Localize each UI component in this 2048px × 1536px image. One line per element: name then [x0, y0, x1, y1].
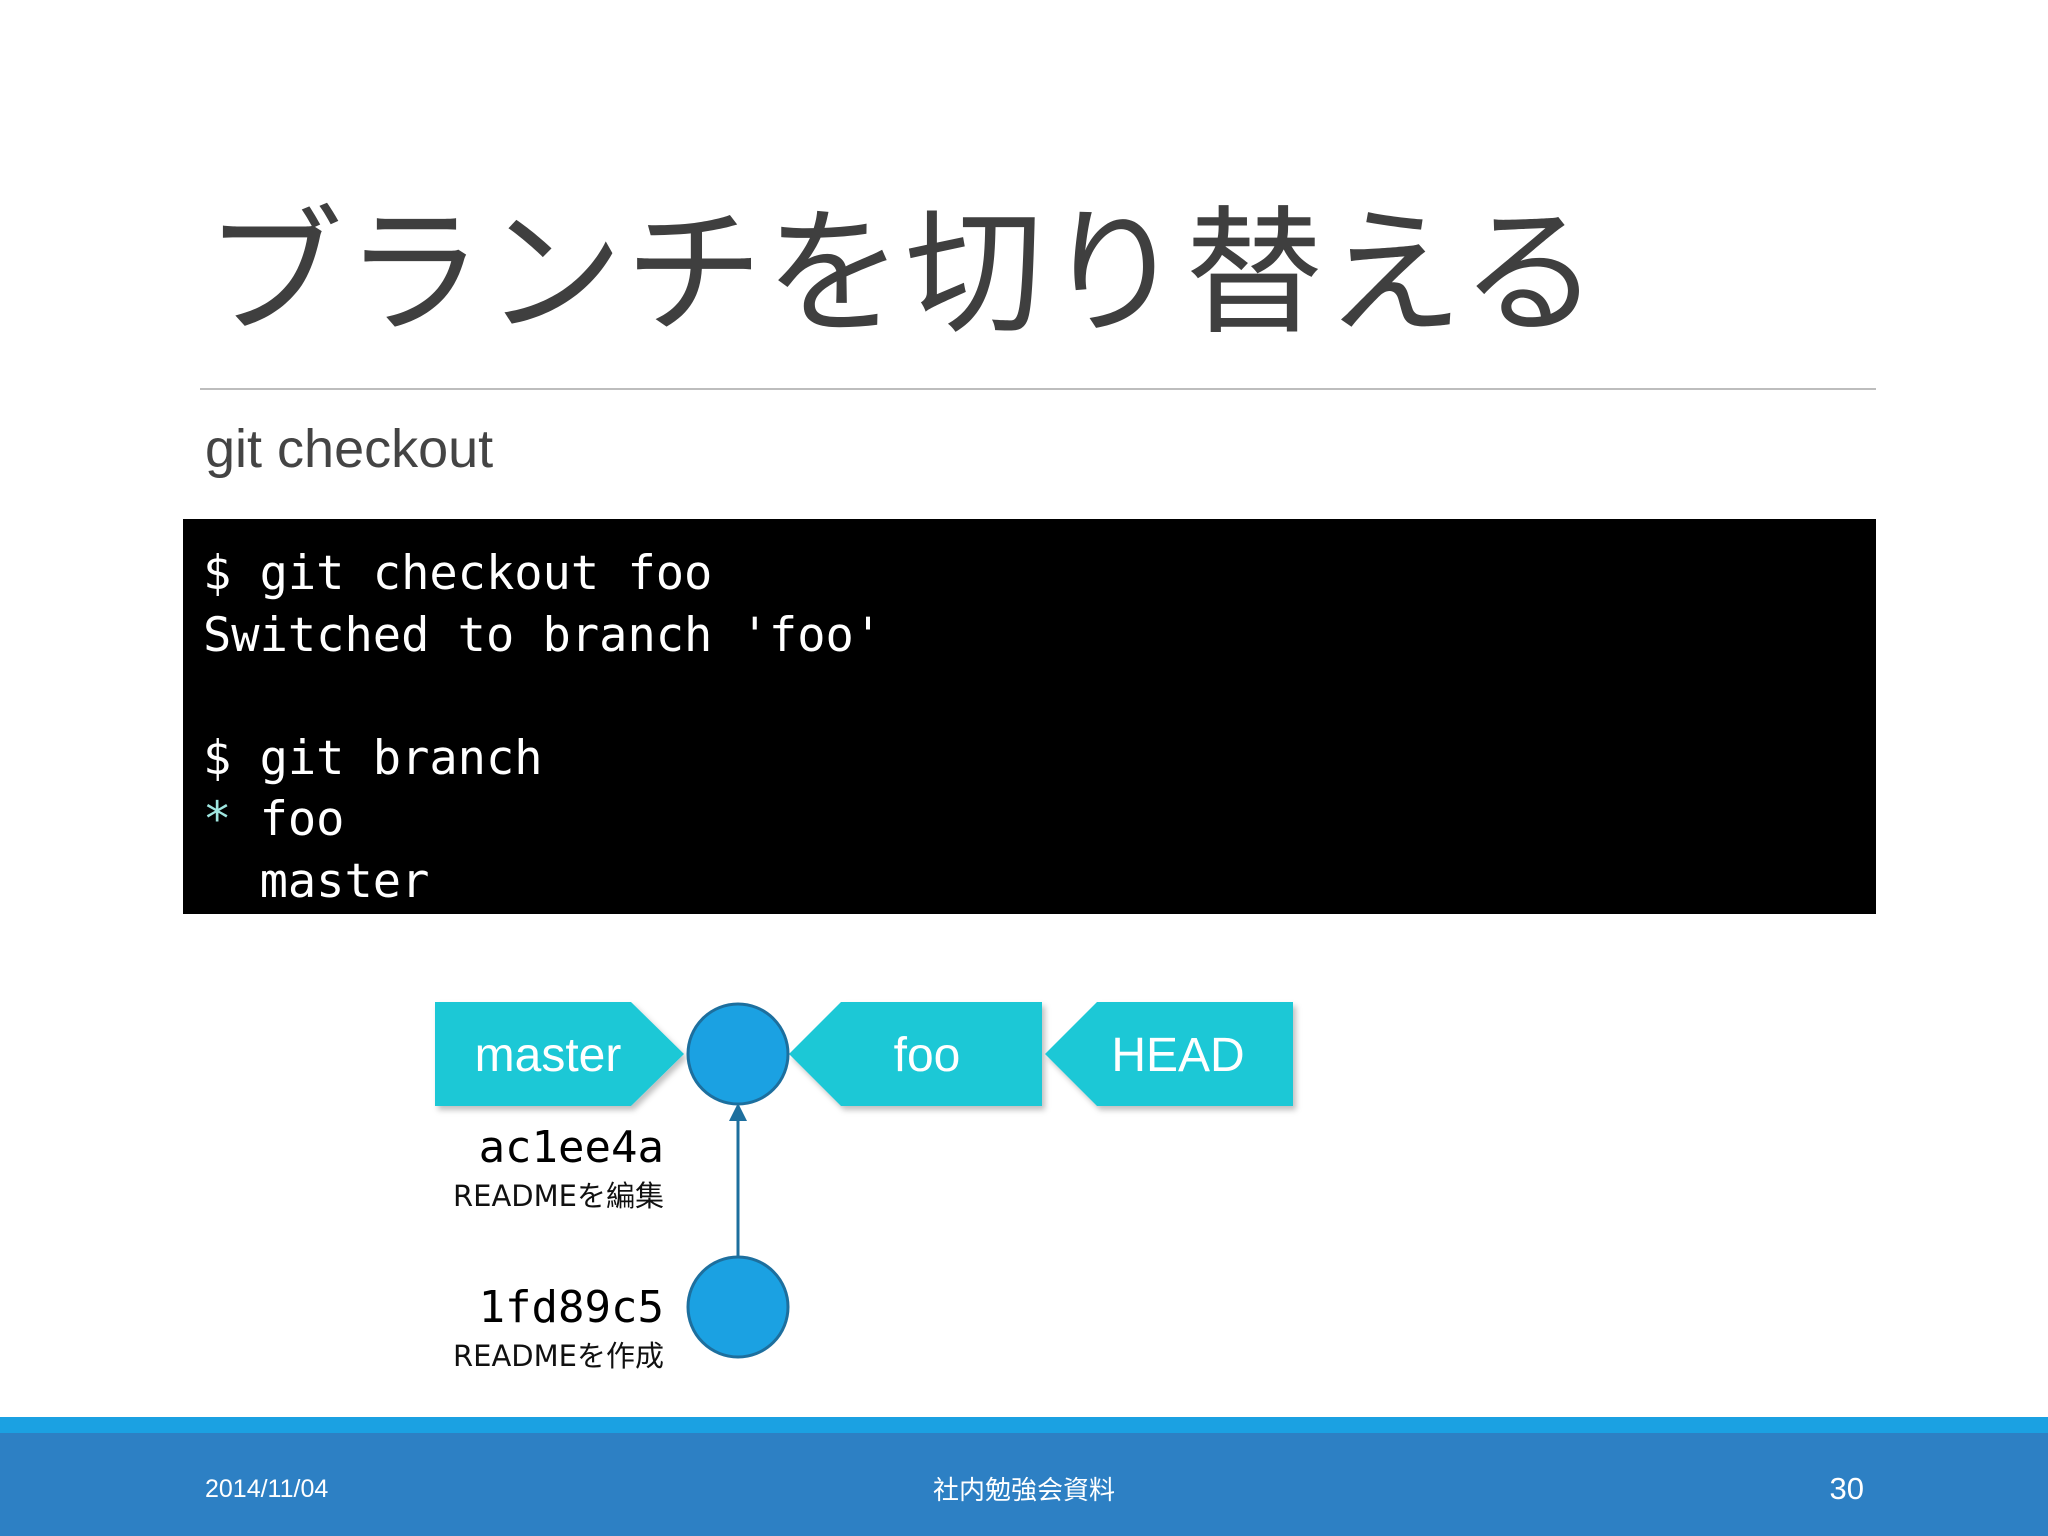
current-branch-marker: *: [203, 792, 232, 847]
foo-branch-label-shape: [789, 1002, 1042, 1106]
commit-node-1fd89c5: [686, 1255, 790, 1359]
foo-branch-label: foo: [894, 1029, 961, 1082]
commit-hash: 1fd89c5: [479, 1282, 664, 1333]
head-label: HEAD: [1111, 1029, 1244, 1082]
head-label-shape: [1045, 1002, 1293, 1106]
footer-center-text: 社内勉強会資料: [932, 1476, 1115, 1506]
slide-title: ブランチを切り替える: [205, 193, 1601, 354]
master-branch-label: master: [475, 1029, 622, 1082]
terminal-line: $ git branch: [203, 730, 543, 786]
page-number: 30: [1829, 1471, 1864, 1506]
commit-message: READMEを作成: [453, 1339, 664, 1373]
terminal-line-current-branch: * foo: [203, 789, 1876, 851]
slide-footer: 2014/11/04 社内勉強会資料 30: [0, 1433, 2048, 1536]
terminal-block: $ git checkout foo Switched to branch 'f…: [183, 519, 1876, 914]
terminal-line: $ git checkout foo: [203, 546, 713, 601]
slide-subtitle: git checkout: [205, 419, 494, 479]
commit-node-ac1ee4a: [686, 1002, 790, 1106]
commit-message: READMEを編集: [453, 1179, 664, 1213]
master-branch-label-shape: [435, 1002, 684, 1106]
current-branch-name: foo: [231, 792, 345, 847]
footer-date: 2014/11/04: [205, 1475, 329, 1503]
commit-hash: ac1ee4a: [479, 1122, 664, 1173]
terminal-line: Switched to branch 'foo': [203, 607, 883, 663]
terminal-line: master: [203, 853, 430, 909]
footer-accent-line: [0, 1417, 2048, 1433]
title-divider: [200, 388, 1876, 390]
